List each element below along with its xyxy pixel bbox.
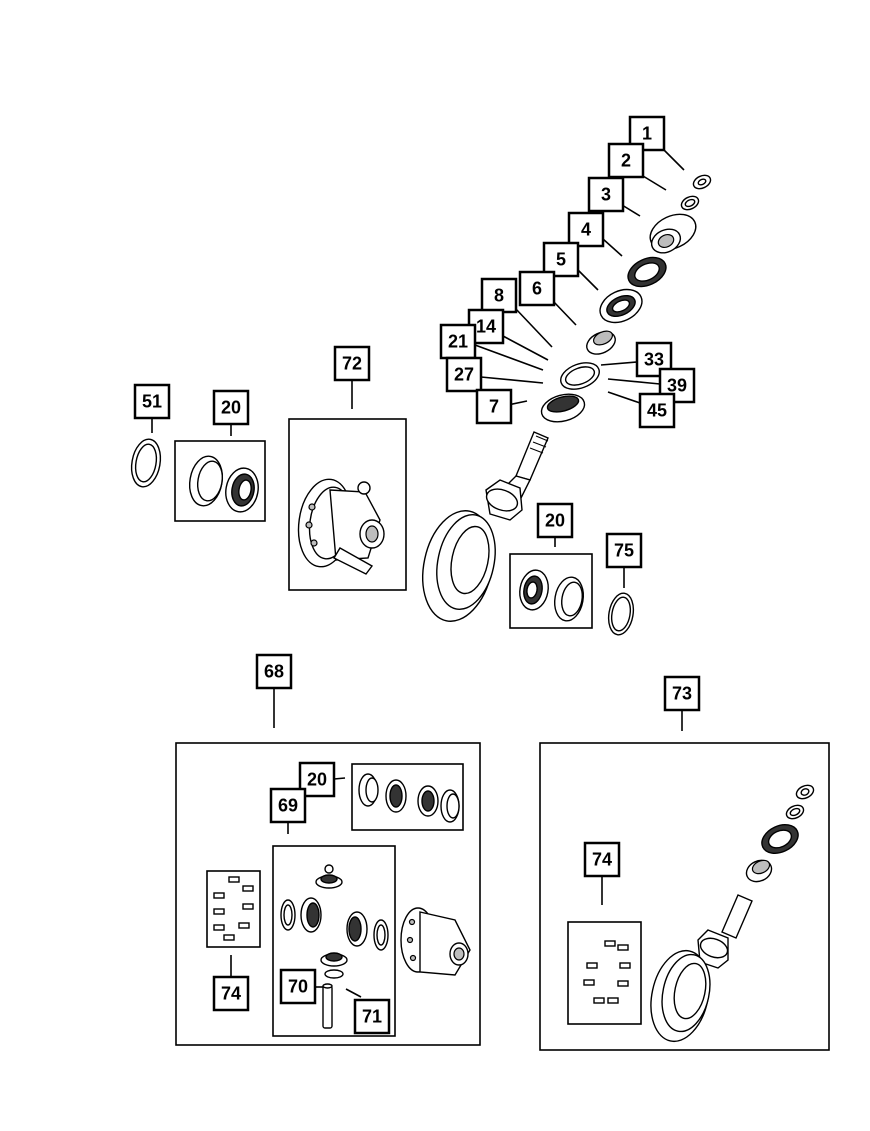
leader-lines bbox=[151, 149, 685, 998]
svg-text:73: 73 bbox=[672, 684, 692, 704]
differential-case-part bbox=[400, 907, 471, 976]
svg-text:74: 74 bbox=[221, 984, 241, 1004]
svg-text:75: 75 bbox=[614, 541, 634, 561]
callout-71: 71 bbox=[353, 998, 391, 1035]
spider-gear-parts bbox=[280, 864, 389, 979]
svg-text:51: 51 bbox=[142, 392, 162, 412]
kit-bearing-parts bbox=[358, 773, 460, 823]
callout-20-right: 20 bbox=[536, 502, 574, 539]
carrier-bearing-cup-part bbox=[188, 455, 224, 507]
right-seal-part bbox=[607, 592, 635, 636]
callout-8: 8 bbox=[480, 277, 518, 314]
callout-68: 68 bbox=[255, 653, 293, 690]
pinion-shaft-part bbox=[322, 983, 333, 1029]
svg-text:33: 33 bbox=[644, 350, 664, 370]
callout-75: 75 bbox=[605, 532, 643, 569]
callout-6: 6 bbox=[518, 270, 556, 307]
pinion-bearing-outer-part bbox=[599, 288, 643, 324]
bearing-kit-frame-left bbox=[174, 440, 266, 522]
svg-text:14: 14 bbox=[476, 317, 496, 337]
callout-51: 51 bbox=[133, 383, 171, 420]
svg-text:5: 5 bbox=[556, 250, 566, 270]
callout-73: 73 bbox=[663, 675, 701, 712]
carrier-bearing-cone-part bbox=[225, 467, 259, 513]
carrier-bearing-cone-right-part bbox=[519, 569, 549, 611]
svg-text:45: 45 bbox=[647, 401, 667, 421]
svg-text:70: 70 bbox=[288, 977, 308, 997]
kit-pinion-gear-part bbox=[697, 894, 753, 969]
svg-text:20: 20 bbox=[545, 511, 565, 531]
callout-45: 45 bbox=[638, 392, 676, 429]
axle-seal-part bbox=[130, 438, 162, 488]
svg-text:8: 8 bbox=[494, 286, 504, 306]
callout-4: 4 bbox=[567, 211, 605, 248]
svg-text:1: 1 bbox=[642, 124, 652, 144]
ring-gear-part bbox=[422, 510, 496, 622]
callout-2: 2 bbox=[607, 142, 645, 179]
bolt-kit-frame-left bbox=[206, 870, 261, 948]
svg-text:72: 72 bbox=[342, 354, 362, 374]
svg-text:39: 39 bbox=[667, 376, 687, 396]
washer-part bbox=[680, 195, 700, 211]
callout-69: 69 bbox=[269, 787, 307, 824]
callout-21: 21 bbox=[439, 323, 477, 360]
bolt-set-right-part bbox=[583, 940, 631, 1004]
callout-7: 7 bbox=[475, 388, 513, 425]
svg-text:71: 71 bbox=[362, 1007, 382, 1027]
svg-text:7: 7 bbox=[489, 397, 499, 417]
svg-text:2: 2 bbox=[621, 151, 631, 171]
kit-ring-gear-part bbox=[650, 949, 711, 1043]
ring-pinion-kit-frame bbox=[539, 742, 830, 1051]
svg-text:4: 4 bbox=[581, 220, 591, 240]
carrier-bearing-cup-right-part bbox=[553, 576, 585, 622]
pinion-seal-part bbox=[627, 256, 667, 288]
svg-text:6: 6 bbox=[532, 279, 542, 299]
bearing-kit-frame-right bbox=[509, 553, 593, 629]
bearing-kit-frame-inner bbox=[351, 763, 464, 831]
kit-pinion-stack-parts bbox=[745, 784, 815, 883]
svg-text:69: 69 bbox=[278, 796, 298, 816]
callout-27: 27 bbox=[445, 356, 483, 393]
svg-text:20: 20 bbox=[307, 770, 327, 790]
shim-part bbox=[560, 362, 600, 390]
svg-text:27: 27 bbox=[454, 365, 474, 385]
callout-20-left: 20 bbox=[212, 389, 250, 426]
pinion-nut-part bbox=[692, 174, 712, 190]
callout-74-left: 74 bbox=[212, 975, 250, 1012]
pinion-bearing-cone-part bbox=[586, 330, 616, 355]
svg-text:74: 74 bbox=[592, 850, 612, 870]
svg-text:3: 3 bbox=[601, 185, 611, 205]
pinion-gear-part bbox=[485, 431, 549, 521]
bolt-set-left-part bbox=[213, 876, 254, 941]
callout-74-right: 74 bbox=[583, 841, 621, 878]
callout-5: 5 bbox=[542, 241, 580, 278]
axle-disconnect-frame bbox=[288, 418, 407, 591]
svg-text:68: 68 bbox=[264, 662, 284, 682]
svg-text:20: 20 bbox=[221, 398, 241, 418]
pinion-flange-part bbox=[649, 213, 697, 254]
callout-70: 70 bbox=[279, 968, 317, 1005]
axle-disconnect-assembly-part bbox=[297, 478, 385, 575]
gear-kit-frame-inner bbox=[272, 845, 396, 1037]
differential-case-kit-frame bbox=[175, 742, 481, 1046]
inner-pinion-bearing-part bbox=[540, 393, 586, 423]
callout-72: 72 bbox=[333, 345, 371, 382]
bolt-kit-frame-right bbox=[567, 921, 642, 1025]
svg-text:21: 21 bbox=[448, 332, 468, 352]
callout-3: 3 bbox=[587, 176, 625, 213]
